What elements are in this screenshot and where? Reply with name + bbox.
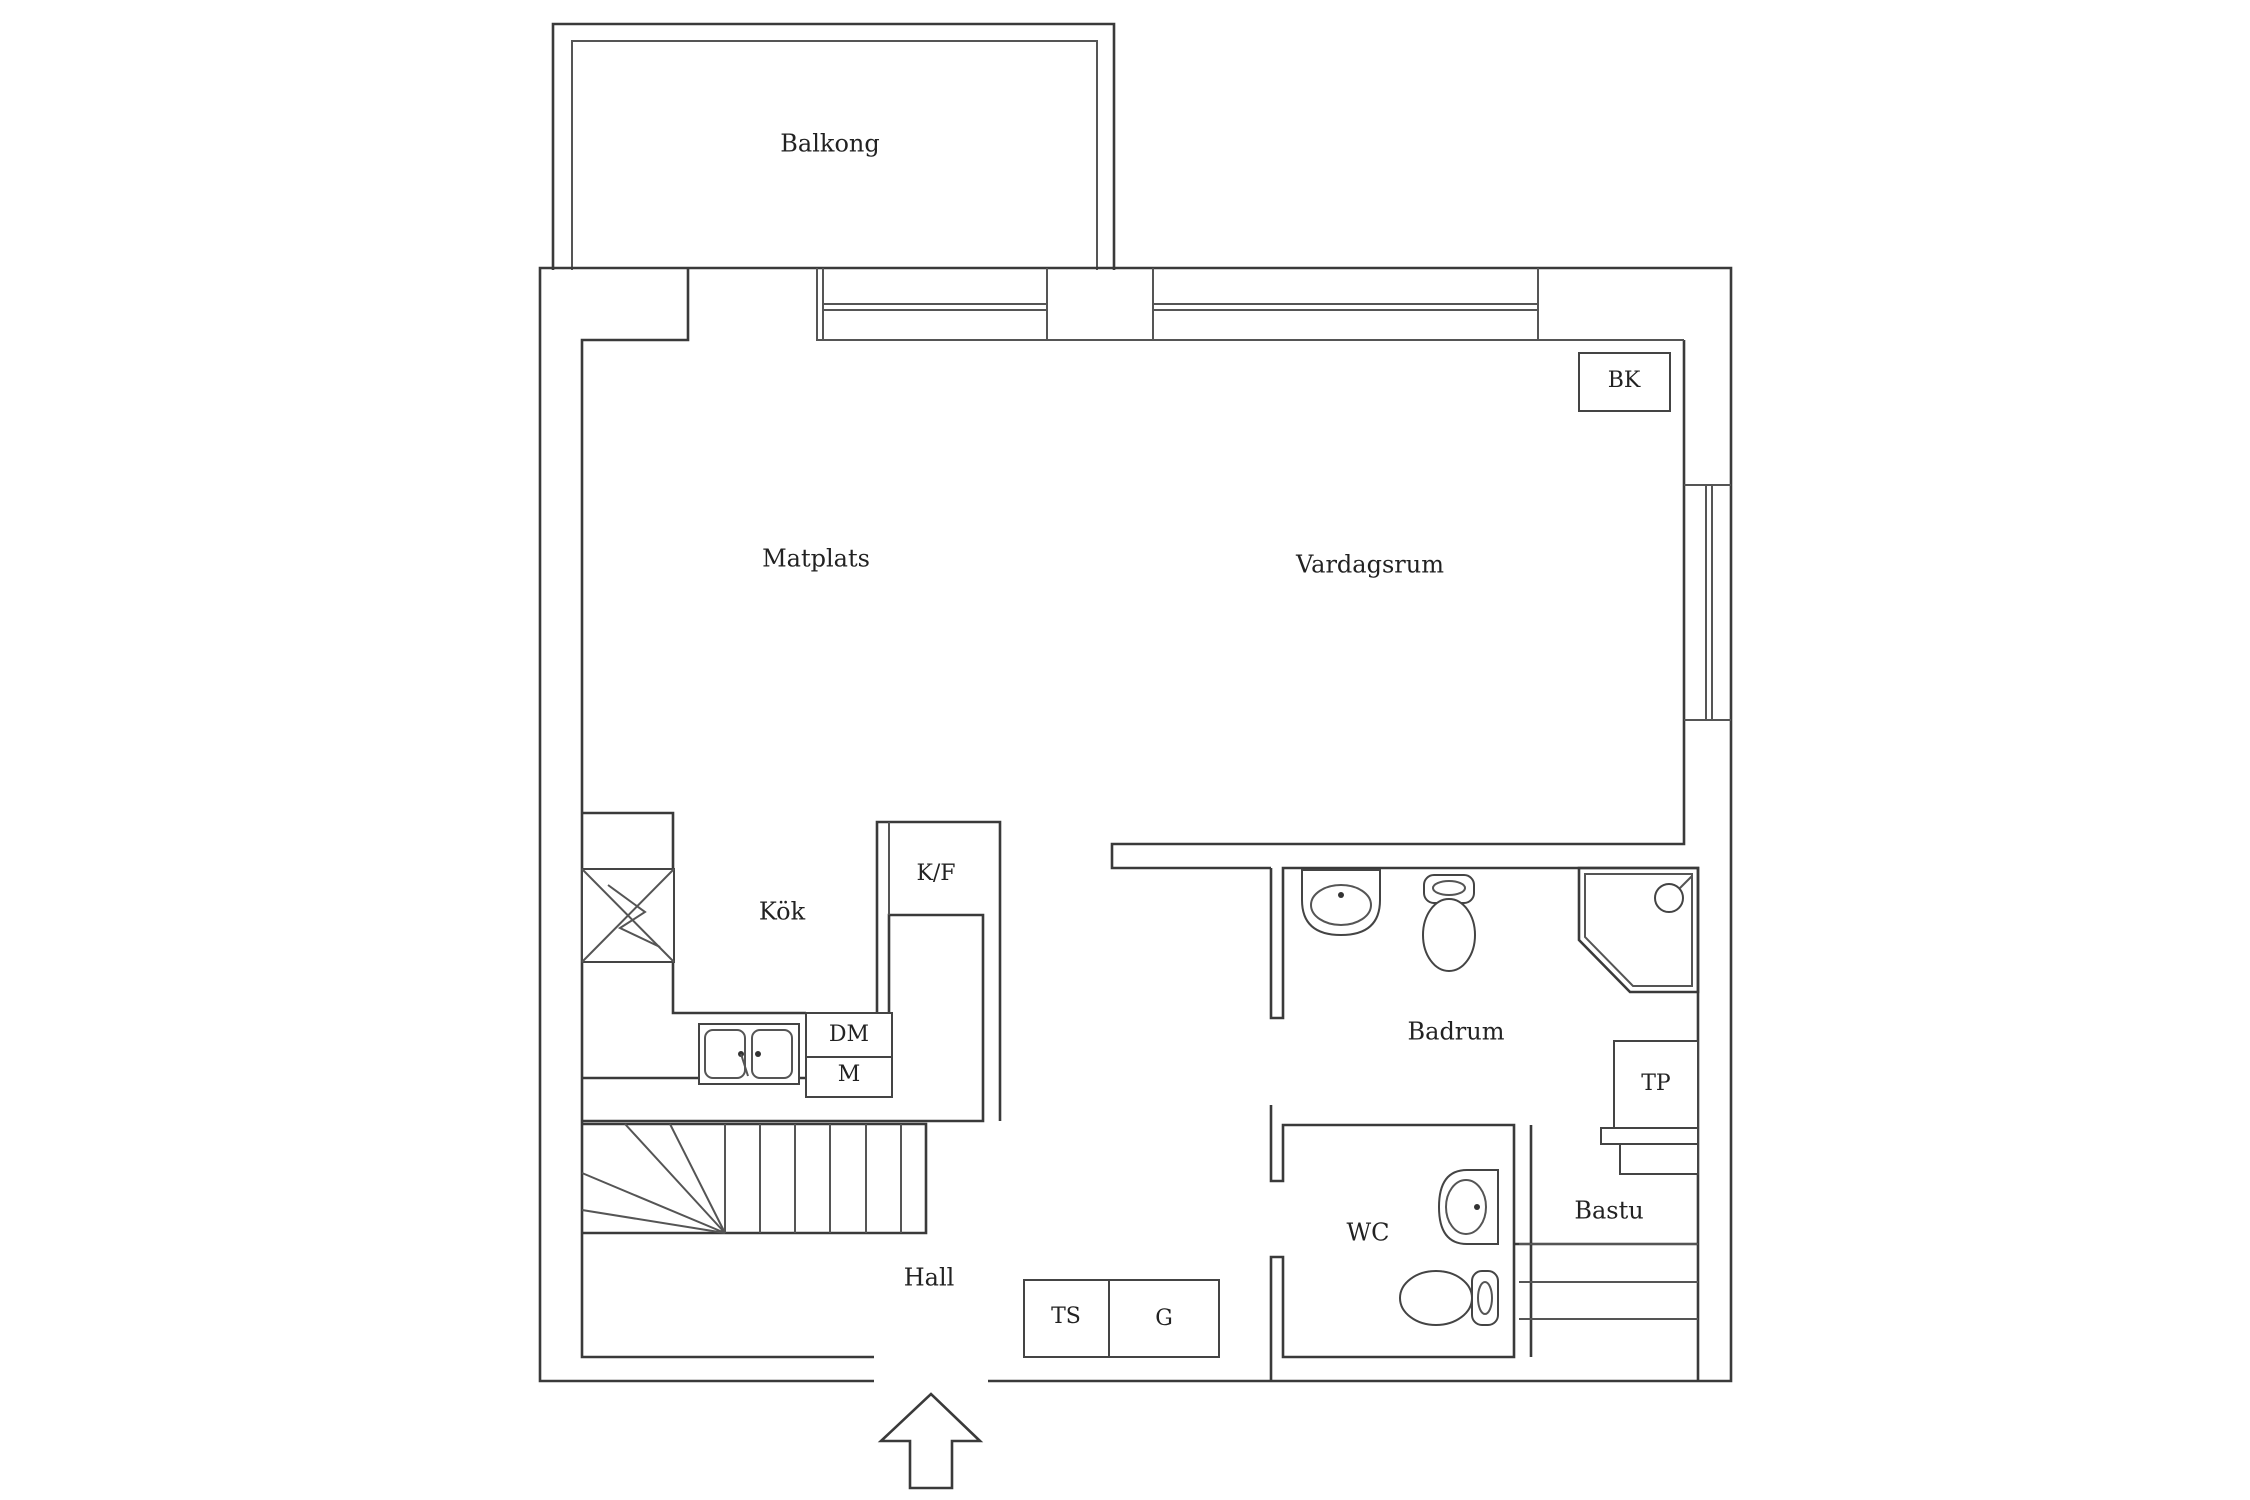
right-window	[1684, 484, 1731, 721]
entrance-arrow-icon	[877, 1392, 984, 1490]
dishwasher-microwave-units	[805, 1012, 893, 1098]
sauna-benches	[1519, 1243, 1698, 1320]
fixture-label-kf: K/F	[916, 861, 955, 886]
fixture-label-g: G	[1155, 1306, 1173, 1331]
fixture-label-dm: DM	[829, 1022, 869, 1047]
room-label-badrum: Badrum	[1408, 1018, 1505, 1046]
fixture-label-m: M	[838, 1062, 861, 1087]
room-label-balkong: Balkong	[780, 130, 879, 158]
shower-icon	[1577, 866, 1700, 994]
room-label-vardagsrum: Vardagsrum	[1295, 551, 1444, 579]
stove-icon	[581, 868, 675, 963]
hall-cabinets	[1023, 1279, 1220, 1358]
room-label-kok: Kök	[759, 898, 806, 926]
room-label-matplats: Matplats	[762, 545, 870, 573]
room-label-wc: WC	[1346, 1219, 1389, 1247]
washbasin-icon	[1301, 869, 1381, 937]
top-windows	[816, 268, 1684, 341]
wc-toilet-icon	[1399, 1270, 1499, 1326]
toilet-icon	[1422, 874, 1476, 972]
fixture-label-bk: BK	[1608, 368, 1641, 393]
room-label-hall: Hall	[904, 1264, 955, 1292]
fixture-label-tp: TP	[1641, 1071, 1671, 1096]
staircase-icon	[581, 1122, 928, 1235]
outer-walls	[538, 266, 1733, 1383]
kitchen-sink-icon	[698, 1023, 800, 1085]
towel-cabinet	[1600, 1040, 1699, 1175]
bk-unit	[1578, 352, 1671, 412]
balcony	[551, 22, 1116, 270]
room-label-bastu: Bastu	[1574, 1197, 1643, 1225]
wc-washbasin-icon	[1437, 1169, 1499, 1245]
fixture-label-ts: TS	[1051, 1304, 1081, 1329]
